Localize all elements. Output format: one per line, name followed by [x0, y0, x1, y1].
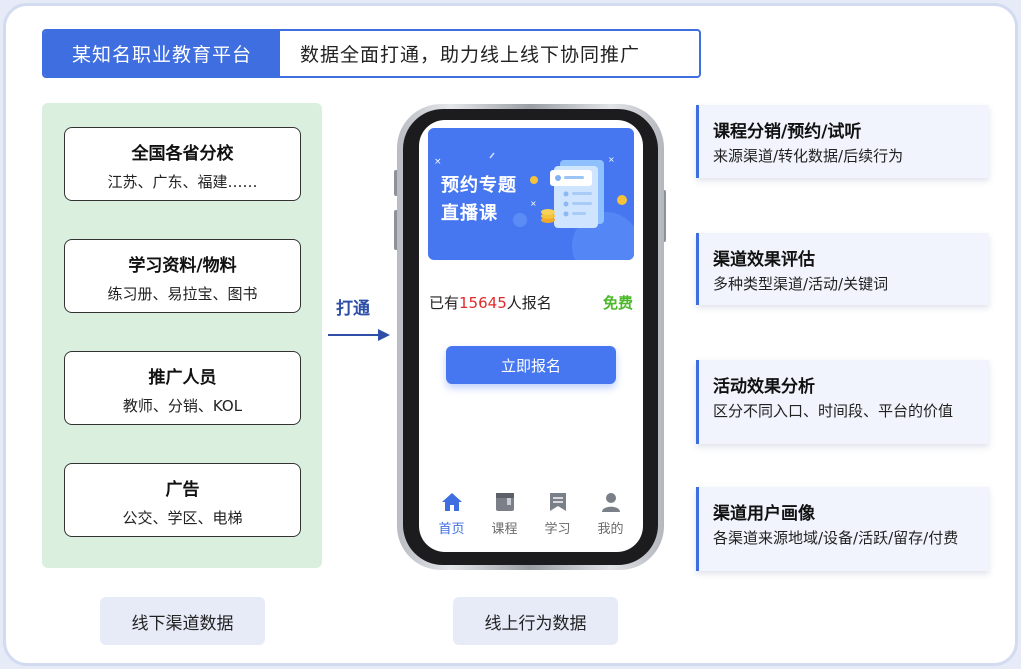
- phone-volume-button: [394, 170, 398, 196]
- metric-subtitle: 来源渠道/转化数据/后续行为: [713, 147, 904, 165]
- tab-label: 首页: [438, 522, 465, 537]
- phone-screen: × × × 预约专题 直播课 已有15645人报名: [419, 120, 643, 552]
- live-course-banner[interactable]: × × × 预约专题 直播课: [428, 128, 634, 260]
- channel-title: 广告: [165, 480, 200, 500]
- header-banner: 某知名职业教育平台 数据全面打通，助力线上线下协同推广: [42, 29, 701, 78]
- tab-label: 我的: [597, 522, 624, 537]
- channel-card-ads: 广告 公交、学区、电梯: [64, 463, 301, 537]
- svg-text:×: ×: [608, 155, 615, 164]
- channel-subtitle: 练习册、易拉宝、图书: [107, 285, 258, 303]
- online-data-label: 线上行为数据: [453, 597, 618, 645]
- metric-subtitle: 多种类型渠道/活动/关键词: [713, 275, 889, 293]
- metric-subtitle: 各渠道来源地域/设备/活跃/留存/付费: [713, 529, 959, 547]
- brand-label: 某知名职业教育平台: [44, 31, 280, 76]
- tab-mine[interactable]: 我的: [587, 490, 635, 540]
- channel-title: 学习资料/物料: [128, 256, 237, 276]
- free-badge: 免费: [602, 294, 633, 312]
- metric-title: 课程分销/预约/试听: [713, 122, 862, 142]
- bottom-tab-bar: 首页 课程 学习: [419, 490, 643, 540]
- svg-text:×: ×: [434, 157, 442, 167]
- metric-card-distribution: 课程分销/预约/试听 来源渠道/转化数据/后续行为: [696, 105, 989, 178]
- slogan-label: 数据全面打通，助力线上线下协同推广: [300, 44, 641, 66]
- offline-data-label: 线下渠道数据: [100, 597, 265, 645]
- connect-arrow-icon: [328, 329, 390, 341]
- connect-label: 打通: [336, 299, 370, 319]
- svg-text:×: ×: [530, 199, 537, 208]
- home-icon: [441, 493, 462, 511]
- tab-study[interactable]: 学习: [534, 490, 582, 540]
- banner-title: 预约专题 直播课: [441, 172, 517, 228]
- metric-title: 活动效果分析: [713, 377, 815, 397]
- phone-power-button: [662, 190, 666, 242]
- phone-volume-button: [394, 210, 398, 250]
- metric-card-channel-evaluation: 渠道效果评估 多种类型渠道/活动/关键词: [696, 233, 989, 305]
- offline-channels-panel: 全国各省分校 江苏、广东、福建…… 学习资料/物料 练习册、易拉宝、图书 推广人…: [42, 103, 322, 568]
- channel-subtitle: 教师、分销、KOL: [122, 397, 243, 415]
- study-icon: [549, 493, 566, 511]
- channel-subtitle: 公交、学区、电梯: [122, 509, 243, 527]
- channel-card-branches: 全国各省分校 江苏、广东、福建……: [64, 127, 301, 201]
- course-icon: [495, 493, 514, 511]
- metric-card-activity-analysis: 活动效果分析 区分不同入口、时间段、平台的价值: [696, 360, 989, 444]
- metric-subtitle: 区分不同入口、时间段、平台的价值: [713, 402, 954, 420]
- enroll-prefix: 已有: [429, 294, 460, 312]
- tab-label: 学习: [544, 522, 571, 537]
- enrollment-count: 已有15645人报名: [429, 292, 552, 313]
- metric-card-user-portrait: 渠道用户画像 各渠道来源地域/设备/活跃/留存/付费: [696, 487, 989, 571]
- tab-home[interactable]: 首页: [428, 490, 476, 540]
- banner-illustration-icon: × × ×: [434, 152, 634, 260]
- enroll-suffix: 人报名: [506, 294, 552, 312]
- metric-title: 渠道效果评估: [713, 250, 815, 270]
- channel-card-materials: 学习资料/物料 练习册、易拉宝、图书: [64, 239, 301, 313]
- channel-title: 全国各省分校: [131, 144, 234, 164]
- metric-title: 渠道用户画像: [713, 504, 815, 524]
- banner-line-2: 直播课: [441, 203, 498, 224]
- channel-card-promoters: 推广人员 教师、分销、KOL: [64, 351, 301, 425]
- channel-title: 推广人员: [148, 368, 217, 388]
- banner-line-1: 预约专题: [441, 175, 517, 196]
- enroll-number: 15645: [459, 294, 507, 312]
- tab-course[interactable]: 课程: [481, 490, 529, 540]
- signup-button[interactable]: 立即报名: [446, 346, 616, 384]
- user-icon: [601, 493, 620, 512]
- tab-label: 课程: [491, 522, 518, 537]
- channel-subtitle: 江苏、广东、福建……: [107, 173, 258, 191]
